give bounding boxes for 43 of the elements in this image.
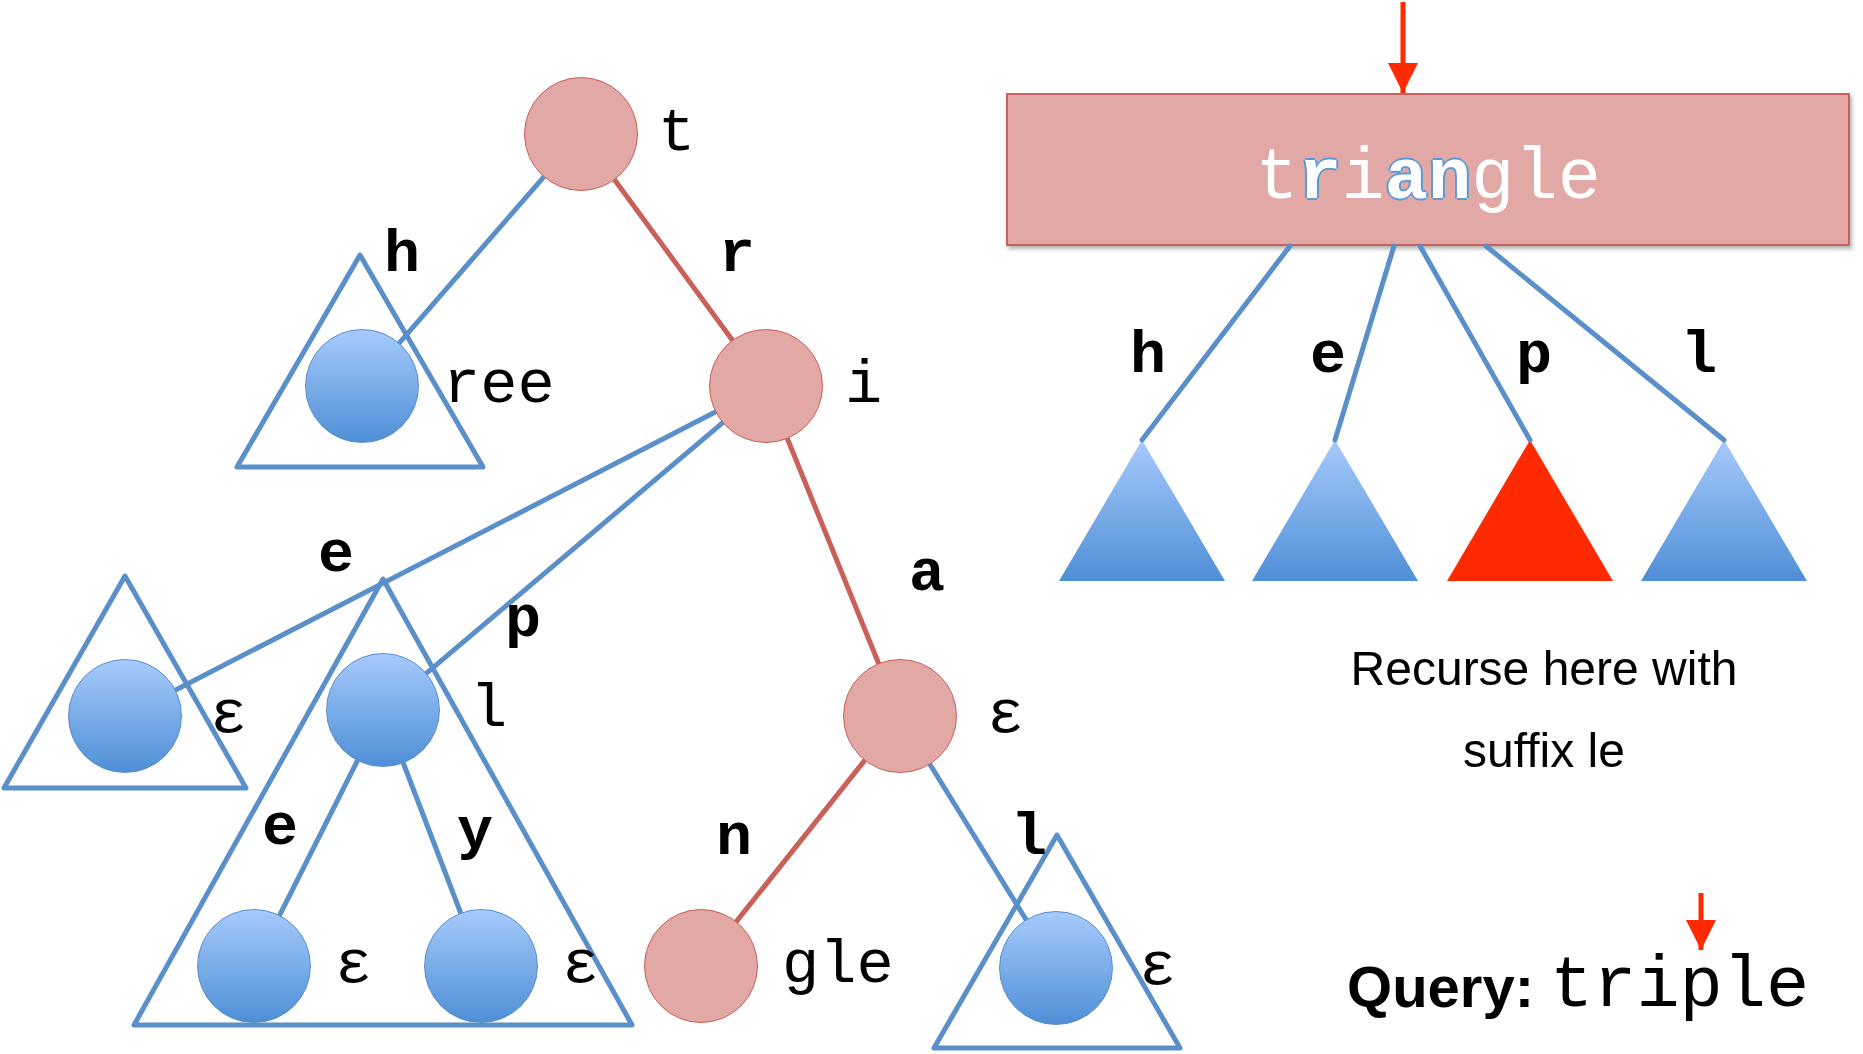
edge-label: p <box>505 590 541 650</box>
tree-edge <box>1139 243 1293 443</box>
node-suffix-label: ε <box>987 685 1025 747</box>
node-suffix-label: gle <box>782 935 894 997</box>
node-suffix-label: ε <box>335 935 373 997</box>
edge-label: e <box>1310 326 1346 386</box>
edge-label: l <box>1011 808 1047 868</box>
tree-edge <box>396 174 547 346</box>
pointer-arrow <box>1686 893 1716 950</box>
tree-edge <box>1417 243 1533 443</box>
tree-edge <box>927 761 1029 923</box>
node-suffix-label: t <box>658 103 696 165</box>
note-text: Recurse here with suffix le <box>1349 641 1739 779</box>
query-label: Query: <box>1346 953 1534 1021</box>
node-suffix-label: i <box>845 355 883 417</box>
node-suffix-label: ε <box>1139 937 1177 999</box>
edge-label: y <box>457 802 493 862</box>
edge-label: a <box>909 544 945 604</box>
edge-label: e <box>318 525 354 585</box>
tree-edge <box>1483 243 1727 443</box>
pointer-arrow <box>1388 2 1418 93</box>
string-box <box>1006 93 1850 246</box>
tree-edge <box>400 760 464 916</box>
tree-edge <box>1332 243 1397 443</box>
edge-label: e <box>262 798 298 858</box>
query-string: triple <box>1550 950 1810 1024</box>
tree-edge <box>734 758 867 924</box>
edge-label: p <box>1516 326 1552 386</box>
node-suffix-label: ε <box>562 935 600 997</box>
edge-label: r <box>719 225 755 285</box>
edge-label: n <box>716 808 752 868</box>
edge-label: h <box>384 225 420 285</box>
tree-edge <box>784 436 882 666</box>
tree-edge <box>424 420 725 676</box>
tree-edge <box>173 409 718 693</box>
key-string: triangle <box>1254 143 1602 215</box>
tree-edge <box>612 177 735 343</box>
edge-label: l <box>1681 326 1717 386</box>
node-suffix-label: ree <box>443 355 555 417</box>
node-suffix-label: ε <box>210 685 248 747</box>
node-suffix-label: l <box>470 679 508 741</box>
tree-edge <box>277 758 360 918</box>
edge-label: h <box>1130 326 1166 386</box>
